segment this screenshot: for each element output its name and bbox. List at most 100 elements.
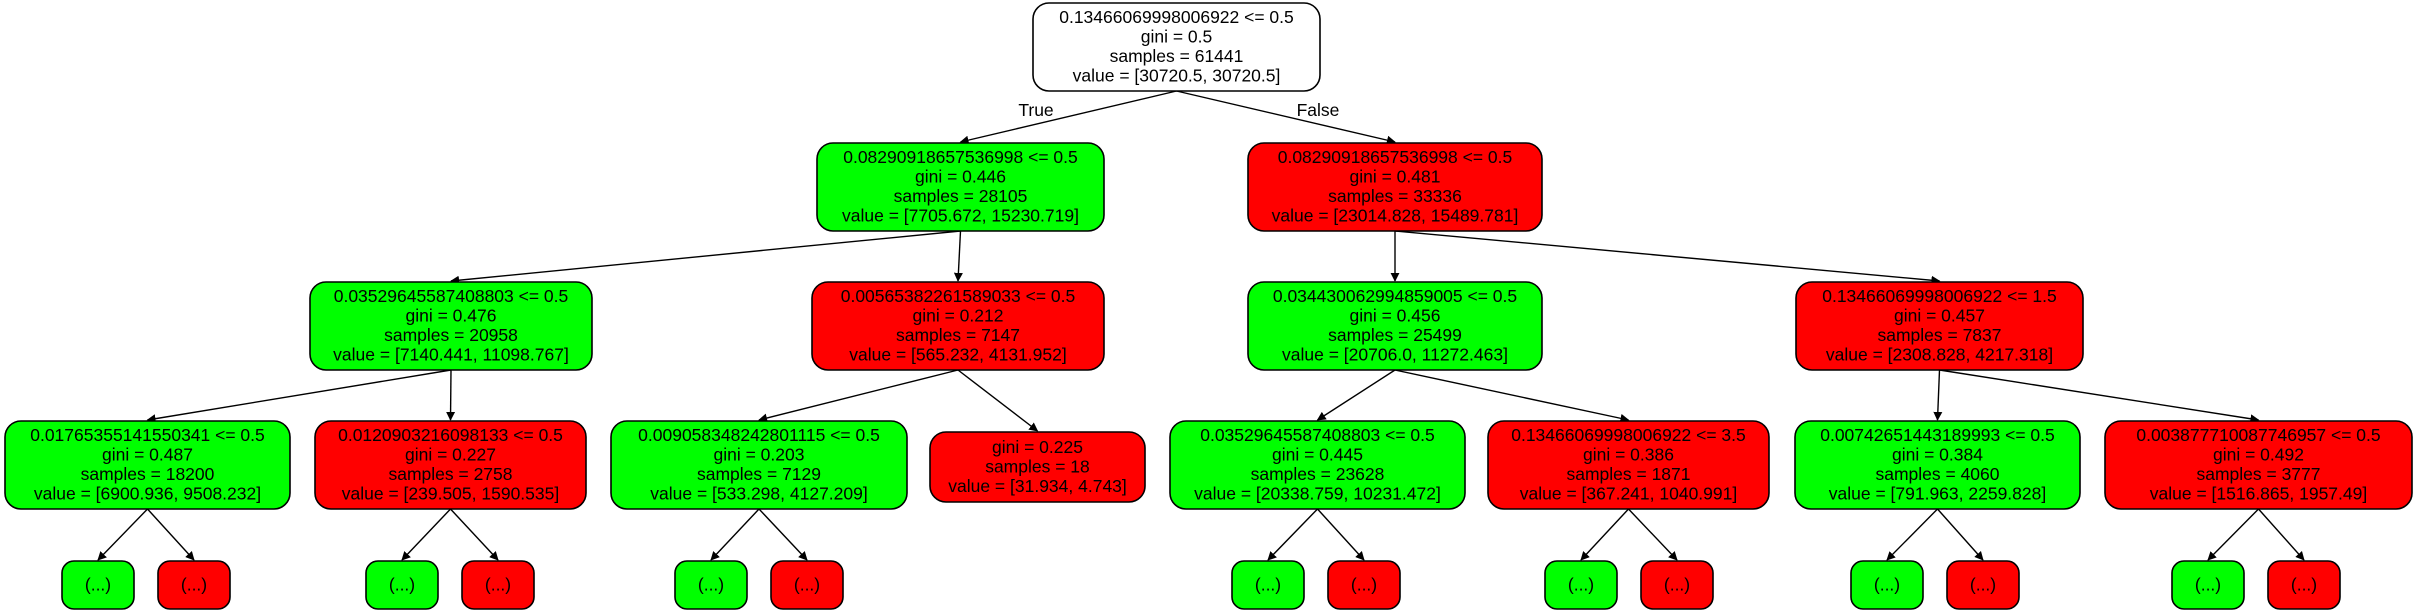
- edge-n11-l7: [1267, 508, 1319, 561]
- node-box: [2171, 560, 2245, 610]
- node-text-line: 0.13466069998006922 <= 0.5: [1059, 7, 1294, 27]
- node-text-line: value = [20338.759, 10231.472]: [1194, 484, 1441, 504]
- node-text-line: value = [23014.828, 15489.781]: [1272, 206, 1519, 226]
- node-box: [1327, 560, 1401, 610]
- node-text-line: samples = 18200: [81, 464, 215, 484]
- edge-n14-l14: [2257, 508, 2305, 561]
- node-text-line: 0.009058348242801115 <= 0.5: [638, 425, 880, 445]
- node-text-line: value = [30720.5, 30720.5]: [1073, 66, 1281, 86]
- node-text-line: gini = 0.481: [1350, 167, 1441, 187]
- node-box: [365, 560, 439, 610]
- node-text-line: (...): [1970, 574, 1996, 594]
- node-text-line: 0.034430062994859005 <= 0.5: [1273, 286, 1517, 306]
- node-text-line: samples = 7129: [697, 464, 821, 484]
- node-box: [811, 281, 1105, 371]
- edge-label-right: False: [1297, 100, 1340, 120]
- node-box: [61, 560, 135, 610]
- edge-n8-l4: [449, 508, 499, 561]
- node-box: [929, 431, 1146, 503]
- node-text-line: value = [7140.441, 11098.767]: [333, 345, 569, 365]
- node-text-line: value = [1516.865, 1957.49]: [2150, 484, 2367, 504]
- node-text-line: samples = 25499: [1328, 325, 1462, 345]
- node-text-line: 0.00565382261589033 <= 0.5: [841, 286, 1076, 306]
- node-text-line: value = [6900.936, 9508.232]: [34, 484, 261, 504]
- node-text-line: samples = 28105: [894, 186, 1028, 206]
- edge-n4-n10: [957, 369, 1039, 432]
- node-box: [1544, 560, 1618, 610]
- node-text-line: value = [791.963, 2259.828]: [1829, 484, 2046, 504]
- edge-label-left: True: [1018, 100, 1053, 120]
- node-text-line: samples = 61441: [1110, 46, 1244, 66]
- leaf-node-l7: (...): [1231, 560, 1305, 610]
- edge-n6-n13: [1933, 369, 1943, 421]
- node-text-line: samples = 33336: [1328, 186, 1462, 206]
- node-box: [157, 560, 231, 610]
- node-text-line: 0.03529645587408803 <= 0.5: [334, 286, 569, 306]
- node-box: [770, 560, 844, 610]
- node-text-line: (...): [1874, 574, 1900, 594]
- node-text-line: (...): [85, 574, 111, 594]
- node-box: [4, 420, 291, 510]
- node-box: [1946, 560, 2020, 610]
- node-text-line: value = [533.298, 4127.209]: [650, 484, 867, 504]
- node-text-line: (...): [1255, 574, 1281, 594]
- node-box: [1487, 420, 1770, 510]
- leaf-node-l1: (...): [61, 560, 135, 610]
- node-text-line: (...): [1664, 574, 1690, 594]
- edge-n9-l5: [710, 508, 760, 561]
- edge-n6-n14: [1939, 369, 2260, 424]
- node-text-line: value = [7705.672, 15230.719]: [842, 206, 1079, 226]
- edge-n7-l1: [97, 508, 149, 561]
- leaf-node-l6: (...): [770, 560, 844, 610]
- leaf-node-l4: (...): [461, 560, 535, 610]
- node-text-line: gini = 0.225: [992, 437, 1083, 457]
- edge-n5-n12: [1394, 369, 1630, 423]
- edge-n7-l2: [146, 508, 195, 561]
- node-box: [1169, 420, 1466, 510]
- node-text-line: samples = 18: [985, 456, 1090, 476]
- edge-n3-n8: [446, 369, 456, 421]
- node-text-line: gini = 0.386: [1583, 445, 1674, 465]
- node-text-line: (...): [389, 574, 415, 594]
- node-text-line: gini = 0.476: [406, 306, 497, 326]
- leaf-node-l11: (...): [1850, 560, 1924, 610]
- node-box: [816, 142, 1105, 232]
- node-box: [1850, 560, 1924, 610]
- node-text-line: samples = 2758: [388, 464, 512, 484]
- edge-n1-n3: [450, 230, 961, 285]
- node-text-line: 0.0120903216098133 <= 0.5: [338, 425, 563, 445]
- node-text-line: gini = 0.445: [1272, 445, 1363, 465]
- node-text-line: 0.03529645587408803 <= 0.5: [1200, 425, 1435, 445]
- edge-n11-l8: [1316, 508, 1365, 561]
- node-box: [674, 560, 748, 610]
- node-box: [461, 560, 535, 610]
- node-text-line: value = [239.505, 1590.535]: [342, 484, 559, 504]
- node-text-line: gini = 0.212: [913, 306, 1004, 326]
- edge-n14-l13: [2207, 508, 2259, 561]
- node-text-line: gini = 0.5: [1141, 27, 1213, 47]
- node-text-line: value = [565.232, 4131.952]: [849, 345, 1066, 365]
- edge-n8-l3: [401, 508, 452, 561]
- node-text-line: (...): [485, 574, 511, 594]
- edge-root-n2: [1176, 90, 1396, 145]
- leaf-node-l10: (...): [1640, 560, 1714, 610]
- node-box: [1231, 560, 1305, 610]
- node-text-line: samples = 1871: [1566, 464, 1690, 484]
- node-text-line: 0.01765355141550341 <= 0.5: [30, 425, 265, 445]
- node-text-line: value = [367.241, 1040.991]: [1520, 484, 1737, 504]
- node-text-line: gini = 0.457: [1894, 306, 1985, 326]
- node-text-line: (...): [2291, 574, 2317, 594]
- leaf-node-l9: (...): [1544, 560, 1618, 610]
- node-box: [1794, 420, 2081, 510]
- leaf-node-l3: (...): [365, 560, 439, 610]
- node-text-line: samples = 7147: [896, 325, 1020, 345]
- node-text-line: (...): [1351, 574, 1377, 594]
